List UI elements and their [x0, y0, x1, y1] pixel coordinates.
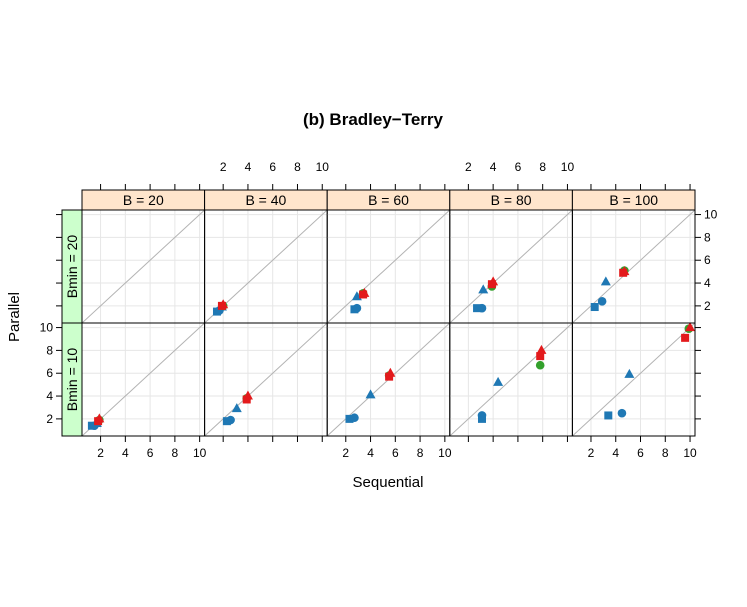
- tick-label: 8: [539, 160, 546, 174]
- column-strip-label: B = 20: [123, 192, 164, 208]
- tick-label: 2: [46, 412, 53, 426]
- panel: [449, 210, 573, 323]
- tick-label: 4: [490, 160, 497, 174]
- data-point-triangle: [218, 299, 229, 309]
- data-point-triangle: [493, 376, 504, 386]
- tick-label: 6: [269, 160, 276, 174]
- data-point-circle: [617, 408, 627, 418]
- tick-label: 2: [220, 160, 227, 174]
- reference-line: [449, 323, 573, 436]
- data-point-triangle: [385, 367, 396, 377]
- data-point-square: [536, 352, 545, 361]
- data-point-circle: [477, 303, 487, 313]
- reference-line: [572, 323, 696, 436]
- data-point-triangle: [685, 323, 696, 332]
- data-point-triangle: [619, 266, 630, 276]
- data-point-square: [604, 411, 613, 420]
- tick-label: 8: [46, 343, 53, 357]
- reference-line: [327, 210, 450, 323]
- data-point-circle: [477, 411, 487, 420]
- panel: [572, 323, 696, 436]
- tick-label: 10: [40, 321, 54, 335]
- tick-label: 6: [515, 160, 522, 174]
- panel: [82, 323, 205, 436]
- tick-label: 6: [704, 253, 711, 267]
- data-point-triangle: [365, 389, 376, 399]
- data-point-triangle: [478, 284, 489, 294]
- data-point-circle: [597, 297, 607, 306]
- data-point-triangle: [536, 344, 547, 354]
- data-point-circle: [352, 303, 362, 313]
- tick-label: 8: [662, 446, 669, 460]
- data-point-triangle: [242, 390, 253, 400]
- panel: [204, 210, 328, 323]
- tick-label: 8: [172, 446, 179, 460]
- column-strip-label: B = 40: [245, 192, 286, 208]
- data-point-triangle: [359, 287, 370, 297]
- data-point-triangle: [94, 413, 105, 423]
- panel: [327, 210, 450, 323]
- data-point-triangle: [231, 403, 242, 413]
- tick-label: 10: [438, 446, 452, 460]
- tick-label: 4: [367, 446, 374, 460]
- panel: [449, 323, 573, 436]
- tick-label: 2: [465, 160, 472, 174]
- x-axis-title: Sequential: [353, 474, 424, 491]
- tick-label: 4: [704, 276, 711, 290]
- tick-label: 10: [316, 160, 330, 174]
- column-strip-label: B = 60: [368, 192, 409, 208]
- panel: [327, 323, 450, 436]
- row-strip-label: Bmin = 10: [64, 348, 80, 412]
- column-strip-label: B = 80: [491, 192, 532, 208]
- panel: [572, 210, 696, 323]
- tick-label: 8: [704, 230, 711, 244]
- tick-label: 4: [46, 389, 53, 403]
- reference-line: [82, 210, 205, 323]
- tick-label: 4: [122, 446, 129, 460]
- tick-label: 8: [417, 446, 424, 460]
- data-point-square: [681, 333, 690, 342]
- tick-label: 6: [392, 446, 399, 460]
- tick-label: 4: [612, 446, 619, 460]
- tick-label: 6: [147, 446, 154, 460]
- data-point-square: [473, 304, 482, 313]
- tick-label: 6: [637, 446, 644, 460]
- panel: [82, 210, 205, 323]
- tick-label: 10: [193, 446, 207, 460]
- row-strip-label: Bmin = 20: [64, 235, 80, 299]
- tick-label: 2: [342, 446, 349, 460]
- data-point-square: [590, 303, 599, 312]
- data-point-triangle: [600, 276, 611, 286]
- tick-label: 10: [704, 208, 718, 222]
- tick-label: 10: [561, 160, 575, 174]
- data-point-triangle: [488, 276, 499, 286]
- tick-label: 2: [588, 446, 595, 460]
- tick-label: 10: [683, 446, 697, 460]
- column-strip-label: B = 100: [609, 192, 658, 208]
- tick-label: 8: [294, 160, 301, 174]
- tick-label: 6: [46, 366, 53, 380]
- panel: [204, 323, 328, 436]
- tick-label: 2: [97, 446, 104, 460]
- reference-line: [449, 210, 573, 323]
- data-point-triangle: [624, 368, 635, 378]
- tick-label: 2: [704, 299, 711, 313]
- chart-title: (b) Bradley−Terry: [303, 110, 444, 129]
- y-axis-title: Parallel: [6, 292, 23, 342]
- data-point-circle: [226, 415, 235, 425]
- data-point-square: [345, 414, 354, 423]
- tick-label: 4: [245, 160, 252, 174]
- data-point-circle: [350, 413, 359, 423]
- data-point-circle: [535, 360, 545, 370]
- panel-border: [571, 322, 696, 437]
